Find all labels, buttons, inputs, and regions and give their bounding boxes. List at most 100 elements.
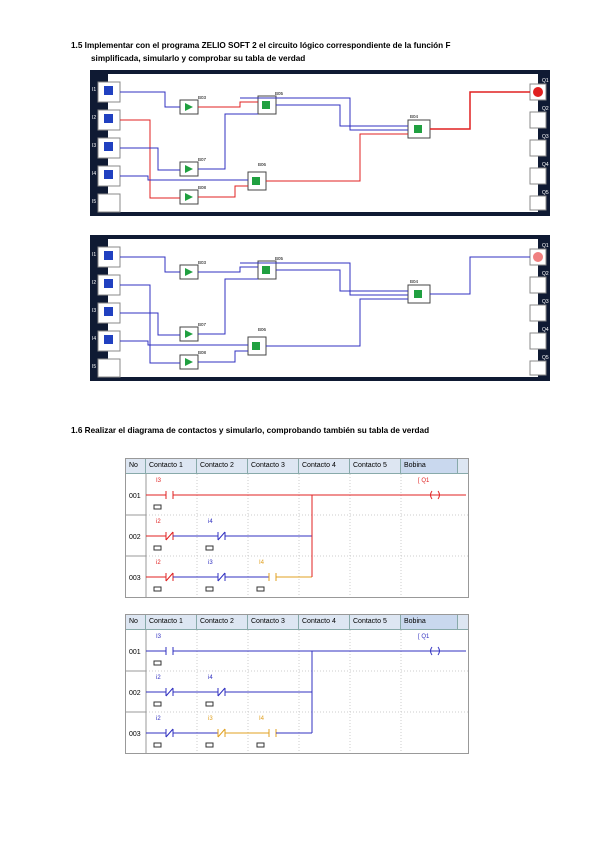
output-block-q5[interactable]: Q5 bbox=[529, 190, 549, 211]
fbd-canvas: I1 I2 I3 I4 I5 Q1 Q2 Q3 Q4 Q5 B03 B07 B0… bbox=[92, 74, 549, 213]
svg-text:I4: I4 bbox=[92, 336, 96, 342]
header-coil: Bobina bbox=[401, 459, 458, 473]
svg-text:Q5: Q5 bbox=[542, 355, 549, 361]
svg-text:Q3: Q3 bbox=[542, 299, 549, 305]
svg-text:I4: I4 bbox=[259, 716, 265, 722]
input-block-i3[interactable]: I3 bbox=[92, 302, 121, 324]
input-block-i1[interactable]: I1 bbox=[92, 81, 121, 103]
svg-text:B03: B03 bbox=[198, 95, 207, 100]
section-text: Realizar el diagrama de contactos y simu… bbox=[84, 426, 430, 435]
svg-text:I4: I4 bbox=[259, 560, 265, 566]
svg-text:i3: i3 bbox=[208, 560, 213, 566]
ladder-row-001[interactable]: 001 I3 [ Q1 bbox=[129, 634, 466, 666]
svg-text:i3: i3 bbox=[208, 716, 213, 722]
svg-text:003: 003 bbox=[129, 575, 141, 582]
coil-label: [ Q1 bbox=[418, 478, 430, 484]
svg-text:i4: i4 bbox=[208, 675, 213, 681]
fbd-diagram-inactive: I1 I2 I3 I4 I5 Q1 Q2 Q3 Q4 Q5 B03 B07 B0… bbox=[90, 235, 550, 381]
svg-text:Q4: Q4 bbox=[542, 327, 549, 333]
svg-text:I2: I2 bbox=[92, 280, 96, 286]
fbd-block-b07[interactable]: B07 bbox=[179, 322, 207, 342]
svg-text:i2: i2 bbox=[156, 675, 161, 681]
svg-text:I1: I1 bbox=[92, 252, 96, 258]
svg-text:Q4: Q4 bbox=[542, 162, 549, 168]
input-block-i4[interactable]: I4 bbox=[92, 165, 121, 187]
input-block-i4[interactable]: I4 bbox=[92, 330, 121, 352]
input-block-i2[interactable]: I2 bbox=[92, 274, 121, 296]
output-block-q4[interactable]: Q4 bbox=[529, 327, 549, 350]
ladder-row-003[interactable]: 003 i2 i3 I4 bbox=[129, 651, 313, 748]
svg-text:Q5: Q5 bbox=[542, 190, 549, 196]
fbd-block-b05[interactable]: B05 bbox=[257, 91, 284, 115]
svg-text:i2: i2 bbox=[156, 716, 161, 722]
row-number: 001 bbox=[129, 493, 141, 500]
output-block-q2[interactable]: Q2 bbox=[529, 271, 549, 294]
header-contact-2: Contacto 2 bbox=[197, 459, 248, 473]
ladder-row-002[interactable]: 002 i2 i4 bbox=[129, 519, 312, 551]
svg-text:B04: B04 bbox=[410, 114, 419, 119]
input-block-i3[interactable]: I3 bbox=[92, 137, 121, 159]
header-contact-4: Contacto 4 bbox=[299, 459, 350, 473]
input-label-i1: I1 bbox=[92, 87, 96, 93]
input-block-i1[interactable]: I1 bbox=[92, 246, 121, 268]
ladder-row-001[interactable]: 001 I3 [ Q1 bbox=[129, 478, 466, 510]
svg-text:B05: B05 bbox=[275, 256, 284, 261]
heading-1-5: 1.5 Implementar con el programa ZELIO SO… bbox=[71, 40, 450, 51]
section-number: 1.5 bbox=[71, 41, 83, 50]
input-block-i5[interactable]: I5 bbox=[92, 193, 121, 213]
section-text-line1: Implementar con el programa ZELIO SOFT 2… bbox=[84, 41, 451, 50]
contact-label: I3 bbox=[156, 478, 162, 484]
svg-text:B03: B03 bbox=[198, 260, 207, 265]
svg-text:Q2: Q2 bbox=[542, 271, 549, 277]
svg-text:Q1: Q1 bbox=[542, 243, 549, 249]
svg-text:B08: B08 bbox=[198, 185, 207, 190]
ladder-header-2: No Contacto 1 Contacto 2 Contacto 3 Cont… bbox=[126, 615, 468, 630]
header-contact-1: Contacto 1 bbox=[146, 459, 197, 473]
svg-text:I5: I5 bbox=[92, 364, 96, 370]
svg-text:i2: i2 bbox=[156, 519, 161, 525]
fbd-block-b07[interactable]: B07 bbox=[179, 157, 207, 177]
ladder-header: No Contacto 1 Contacto 2 Contacto 3 Cont… bbox=[126, 459, 468, 474]
output-label-q1: Q1 bbox=[542, 78, 549, 84]
fbd-block-b06[interactable]: B06 bbox=[247, 327, 267, 356]
input-label-i3: I3 bbox=[92, 143, 96, 149]
svg-text:i2: i2 bbox=[156, 560, 161, 566]
ladder-diagram-active: No Contacto 1 Contacto 2 Contacto 3 Cont… bbox=[125, 458, 469, 598]
svg-text:B07: B07 bbox=[198, 157, 207, 162]
svg-text:B06: B06 bbox=[258, 162, 267, 167]
svg-text:B05: B05 bbox=[275, 91, 284, 96]
svg-text:002: 002 bbox=[129, 690, 141, 697]
header-contact-5: Contacto 5 bbox=[350, 459, 401, 473]
fbd-canvas-2: I1 I2 I3 I4 I5 Q1 Q2 Q3 Q4 Q5 B03 B07 B0… bbox=[92, 239, 549, 378]
input-label-i4: I4 bbox=[92, 171, 96, 177]
svg-text:B04: B04 bbox=[410, 279, 419, 284]
heading-1-6: 1.6 Realizar el diagrama de contactos y … bbox=[71, 425, 429, 436]
heading-1-5-line2: simplificada, simularlo y comprobar su t… bbox=[91, 54, 306, 63]
section-number: 1.6 bbox=[71, 426, 83, 435]
input-block-i5[interactable]: I5 bbox=[92, 358, 121, 378]
fbd-diagram-active: I1 I2 I3 I4 I5 Q1 Q2 Q3 Q4 Q5 B03 B07 B0… bbox=[90, 70, 550, 216]
ladder-diagram-inactive: No Contacto 1 Contacto 2 Contacto 3 Cont… bbox=[125, 614, 469, 754]
output-block-q2[interactable]: Q2 bbox=[529, 106, 549, 129]
svg-text:B07: B07 bbox=[198, 322, 207, 327]
ladder-row-003[interactable]: 003 i2 i3 I4 bbox=[129, 495, 313, 592]
fbd-block-b05[interactable]: B05 bbox=[257, 256, 284, 280]
output-block-q5[interactable]: Q5 bbox=[529, 355, 549, 376]
output-block-q4[interactable]: Q4 bbox=[529, 162, 549, 185]
output-block-q3[interactable]: Q3 bbox=[529, 299, 549, 322]
input-block-i2[interactable]: I2 bbox=[92, 109, 121, 131]
svg-text:I3: I3 bbox=[92, 308, 96, 314]
svg-text:i4: i4 bbox=[208, 519, 213, 525]
svg-text:003: 003 bbox=[129, 731, 141, 738]
svg-text:Q2: Q2 bbox=[542, 106, 549, 112]
svg-text:001: 001 bbox=[129, 649, 141, 656]
output-block-q3[interactable]: Q3 bbox=[529, 134, 549, 157]
svg-text:I3: I3 bbox=[156, 634, 162, 640]
svg-text:Q3: Q3 bbox=[542, 134, 549, 140]
svg-text:B06: B06 bbox=[258, 327, 267, 332]
svg-text:B08: B08 bbox=[198, 350, 207, 355]
header-contact-3: Contacto 3 bbox=[248, 459, 299, 473]
header-no: No bbox=[126, 459, 146, 473]
fbd-block-b04[interactable]: B04 bbox=[407, 114, 431, 139]
ladder-row-002[interactable]: 002 i2 i4 bbox=[129, 675, 312, 707]
